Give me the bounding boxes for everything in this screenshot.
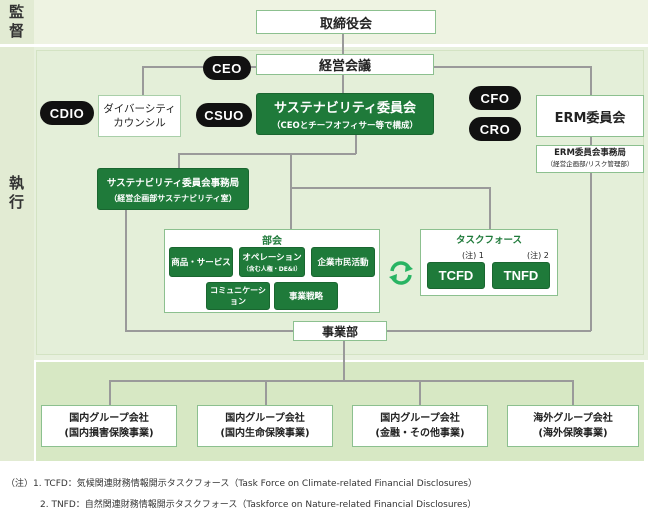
- sustainability-secretariat: サステナビリティ委員会事務局 （経営企画部サステナビリティ室）: [97, 168, 249, 210]
- connector: [590, 136, 592, 146]
- group-company-domestic-life: 国内グループ会社 (国内生命保険事業): [197, 405, 333, 447]
- connector: [572, 380, 574, 406]
- cro-badge: CRO: [469, 117, 521, 141]
- erm-secretariat-title: ERM委員会事務局: [554, 148, 626, 158]
- group-company-business: (金融・その他事業): [375, 428, 465, 439]
- connector: [109, 380, 111, 406]
- csuo-badge: CSUO: [196, 103, 252, 127]
- group-company-business: (国内損害保険事業): [64, 428, 154, 439]
- group-company-business: (国内生命保険事業): [220, 428, 310, 439]
- connector: [343, 341, 345, 381]
- side-column-execution: [0, 47, 34, 461]
- connector: [489, 187, 491, 230]
- subcommittees-title: 部会: [262, 236, 282, 247]
- group-company-name: 海外グループ会社: [533, 413, 613, 424]
- connector: [342, 74, 344, 94]
- group-company-name: 国内グループ会社: [69, 413, 149, 424]
- sustainability-secretariat-subtitle: （経営企画部サステナビリティ室）: [109, 193, 237, 203]
- group-company-business: (海外保険事業): [538, 428, 608, 439]
- cdio-badge: CDIO: [40, 101, 94, 125]
- subcommittee-strategy: 事業戦略: [274, 282, 338, 310]
- connector: [290, 187, 490, 189]
- cycle-arrows-icon: [389, 261, 413, 285]
- board-of-directors: 取締役会: [256, 10, 436, 34]
- subcommittee-communication: コミュニケーション: [206, 282, 270, 310]
- connector: [125, 210, 127, 331]
- connector: [142, 66, 257, 68]
- connector: [142, 66, 144, 96]
- sustainability-secretariat-title: サステナビリティ委員会事務局: [106, 177, 240, 189]
- group-company-name: 国内グループ会社: [225, 413, 305, 424]
- connector: [125, 330, 295, 332]
- group-company-name: 国内グループ会社: [380, 413, 460, 424]
- diversity-council-line1: ダイバーシティ: [103, 103, 176, 115]
- cfo-badge: CFO: [469, 86, 521, 110]
- erm-secretariat: ERM委員会事務局 （経営企画部/リスク管理部）: [536, 145, 644, 173]
- erm-secretariat-subtitle: （経営企画部/リスク管理部）: [546, 160, 634, 168]
- subcommittee-operations: オペレーション （含む人権・DE&I）: [239, 247, 305, 277]
- sustainability-committee-subtitle: （CEOとチーフオフィサー等で構成）: [271, 121, 419, 131]
- connector: [355, 134, 357, 154]
- connector: [290, 153, 292, 188]
- tnfd-note-marker: (注) 2: [527, 251, 549, 260]
- subcommittee-products: 商品・サービス: [169, 247, 233, 277]
- management-council: 経営会議: [256, 54, 434, 75]
- tnfd-box: TNFD: [492, 262, 550, 289]
- connector: [342, 33, 344, 55]
- connector: [386, 330, 591, 332]
- connector: [430, 66, 590, 68]
- footnote-1: （注）1. TCFD：気候関連財務情報開示タスクフォース（Task Force …: [6, 479, 477, 489]
- group-company-domestic-finance: 国内グループ会社 (金融・その他事業): [352, 405, 488, 447]
- erm-committee: ERM委員会: [536, 95, 644, 137]
- execution-label: 執行: [7, 175, 25, 213]
- connector: [178, 153, 180, 168]
- connector: [109, 380, 573, 382]
- connector: [265, 380, 267, 406]
- business-units: 事業部: [293, 321, 387, 341]
- diversity-council: ダイバーシティ カウンシル: [98, 95, 181, 137]
- connector: [590, 172, 592, 331]
- side-column-supervision: [0, 0, 34, 44]
- tcfd-note-marker: (注) 1: [462, 251, 484, 260]
- sustainability-committee: サステナビリティ委員会 （CEOとチーフオフィサー等で構成）: [256, 93, 434, 135]
- tcfd-box: TCFD: [427, 262, 485, 289]
- footnote-2: 2. TNFD：自然関連財務情報開示タスクフォース（Taskforce on N…: [40, 500, 477, 510]
- subcommittee-operations-subtitle: （含む人権・DE&I）: [242, 266, 302, 273]
- connector: [590, 66, 592, 96]
- subcommittee-operations-title: オペレーション: [242, 253, 302, 263]
- connector: [419, 380, 421, 406]
- connector: [178, 153, 356, 155]
- connector: [290, 187, 292, 230]
- supervision-label: 監督: [7, 4, 25, 42]
- taskforce-title: タスクフォース: [455, 235, 523, 246]
- ceo-badge: CEO: [203, 56, 251, 80]
- sustainability-committee-title: サステナビリティ委員会: [274, 101, 416, 116]
- subcommittee-community: 企業市民活動: [311, 247, 375, 277]
- group-company-overseas: 海外グループ会社 (海外保険事業): [507, 405, 639, 447]
- diversity-council-line2: カウンシル: [113, 117, 166, 129]
- group-company-domestic-pc: 国内グループ会社 (国内損害保険事業): [41, 405, 177, 447]
